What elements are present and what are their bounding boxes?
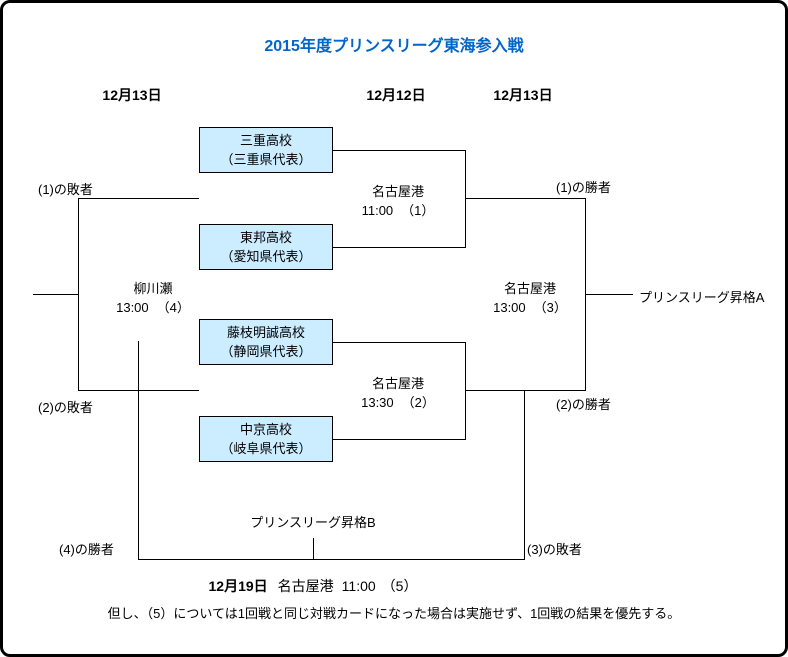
line-team2-to-connector	[333, 247, 465, 248]
match4-schedule: 13:00 （4）	[91, 298, 215, 317]
line-match3-output	[585, 294, 633, 295]
match3-number: （3）	[533, 300, 567, 315]
team-box-toho: 東邦高校 （愛知県代表）	[199, 224, 333, 270]
line-team1-to-connector	[333, 150, 465, 151]
match4-venue: 柳川瀬	[133, 281, 173, 296]
match1-number: （1）	[401, 203, 435, 218]
page-title: 2015年度プリンスリーグ東海参入戦	[264, 38, 524, 55]
match3-venue: 名古屋港	[503, 281, 556, 296]
match3-label: 名古屋港 13:00 （3）	[468, 279, 592, 317]
team-name: 東邦高校	[239, 230, 292, 245]
label-loser1: (1)の敗者	[38, 182, 93, 197]
team-box-chukyo: 中京高校 （岐阜県代表）	[199, 416, 333, 462]
match2-schedule: 13:30 （2）	[336, 393, 460, 412]
label-winner1: (1)の勝者	[556, 180, 611, 195]
label-promotion-b: プリンスリーグ昇格B	[250, 515, 376, 530]
match4-time: 13:00	[116, 300, 149, 315]
date-header-middle: 12月12日	[366, 87, 426, 103]
line-match5-base	[138, 559, 525, 560]
label-loser2: (2)の敗者	[38, 400, 93, 415]
match4-number: （4）	[156, 300, 190, 315]
final-match-number: （5）	[381, 578, 418, 594]
team-rep: （静岡県代表）	[220, 344, 312, 359]
team-name: 三重高校	[239, 133, 292, 148]
line-match2-output	[465, 390, 585, 391]
date-header-left: 12月13日	[102, 87, 162, 103]
team-box-fujieda-meisei: 藤枝明誠高校 （静岡県代表）	[199, 319, 333, 365]
date-header-right: 12月13日	[493, 87, 553, 103]
team-rep: （三重県代表）	[220, 152, 312, 167]
match1-venue: 名古屋港	[371, 184, 424, 199]
line-match1-connector	[465, 150, 466, 248]
label-loser3: (3)の敗者	[527, 542, 582, 557]
team-rep: （岐阜県代表）	[220, 441, 312, 456]
match2-venue: 名古屋港	[371, 376, 424, 391]
line-winner4-drop	[138, 341, 139, 560]
match1-schedule: 11:00 （1）	[336, 201, 460, 220]
line-match1-output	[465, 198, 585, 199]
final-match-date: 12月19日	[208, 578, 268, 594]
match4-label: 柳川瀬 13:00 （4）	[91, 279, 215, 317]
label-winner2: (2)の勝者	[556, 397, 611, 412]
line-match4-connector	[78, 198, 79, 391]
match2-time: 13:30	[361, 395, 394, 410]
line-match4-output	[33, 294, 78, 295]
line-match2-connector	[465, 342, 466, 440]
team-name: 藤枝明誠高校	[226, 325, 305, 340]
line-team3-to-connector	[333, 342, 465, 343]
final-match-venue: 名古屋港	[277, 578, 334, 594]
label-promotion-a: プリンスリーグ昇格A	[639, 290, 765, 305]
final-match-time: 11:00	[341, 578, 376, 594]
line-promotion-b-stub	[313, 538, 314, 559]
line-loser3-drop	[524, 390, 525, 560]
match1-label: 名古屋港 11:00 （1）	[336, 182, 460, 220]
team-name: 中京高校	[239, 422, 292, 437]
match2-number: （2）	[401, 395, 435, 410]
team-rep: （愛知県代表）	[220, 249, 312, 264]
label-winner4: (4)の勝者	[59, 542, 114, 557]
match2-label: 名古屋港 13:30 （2）	[336, 374, 460, 412]
footnote: 但し、（5）については1回戦と同じ対戦カードになった場合は実施せず、1回戦の結果…	[107, 606, 681, 621]
match1-time: 11:00	[361, 203, 394, 218]
line-team4-to-connector	[333, 439, 465, 440]
match3-schedule: 13:00 （3）	[468, 298, 592, 317]
line-loser1-input	[78, 198, 199, 199]
team-box-mie: 三重高校 （三重県代表）	[199, 127, 333, 173]
final-match-label: 12月19日名古屋港 11:00 （5）	[113, 576, 513, 596]
match3-time: 13:00	[493, 300, 526, 315]
